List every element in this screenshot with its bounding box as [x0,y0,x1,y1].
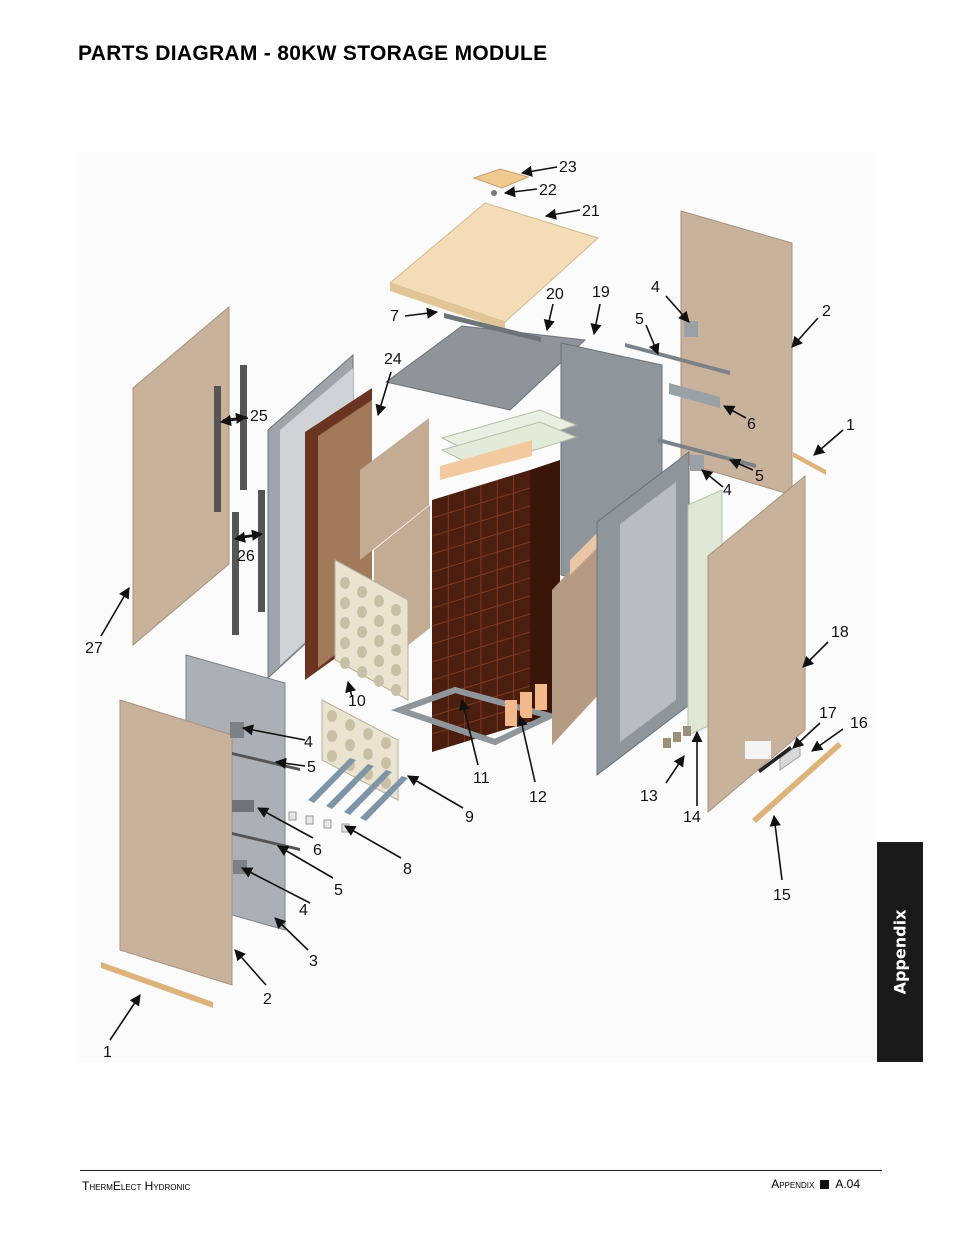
page-title: PARTS DIAGRAM - 80KW STORAGE MODULE [78,42,548,65]
square-icon [820,1179,830,1189]
callout-20: 20 [546,286,564,303]
callout-5: 5 [755,468,764,485]
callout-25: 25 [250,408,268,425]
terminal-part [663,726,691,748]
callout-24: 24 [384,351,402,368]
callout-10: 10 [348,693,366,710]
callout-6: 6 [313,842,322,859]
callout-4: 4 [651,279,660,296]
left-side-panel-part [132,305,230,647]
callout-2: 2 [822,303,831,320]
parts-diagram: 23 22 21 20 19 4 5 2 7 24 25 6 1 5 4 26 … [76,152,876,1062]
footer-page-number: A.04 [835,1177,860,1191]
callout-5: 5 [334,882,343,899]
callout-2: 2 [263,991,272,1008]
callout-8: 8 [403,861,412,878]
callout-22: 22 [539,182,557,199]
front-left-panel-part [119,699,233,986]
callout-13: 13 [640,788,658,805]
front-right-panel-part [707,474,806,814]
heating-element-part [308,758,408,821]
footer-brand: ThermElect Hydronic [82,1179,191,1193]
top-insulation-board-part [388,202,599,323]
callout-16: 16 [850,715,868,732]
base-tray-part [390,686,559,746]
callout-9: 9 [465,809,474,826]
callout-11: 11 [473,770,490,787]
callout-14: 14 [683,809,701,826]
appendix-tab: Appendix [877,842,923,1062]
callout-5: 5 [307,759,316,776]
perforated-board-part [321,559,409,801]
callout-5: 5 [635,311,644,328]
callout-1: 1 [846,417,855,434]
callout-1: 1 [103,1044,112,1061]
callout-17: 17 [819,705,837,722]
callout-7: 7 [390,308,399,325]
callout-27: 27 [85,640,103,657]
callout-3: 3 [309,953,318,970]
callout-15: 15 [773,887,791,904]
callout-21: 21 [582,203,600,220]
footer-section: Appendix [771,1177,815,1191]
rail-part [214,386,221,512]
callout-12: 12 [529,789,547,806]
callout-26: 26 [237,548,255,565]
nut-part [491,190,497,196]
callout-18: 18 [831,624,849,641]
callout-19: 19 [592,284,610,301]
footer-divider [80,1170,882,1171]
callout-4: 4 [304,734,313,751]
bottom-left-rail-part [101,962,213,1008]
bracket-part [684,321,698,337]
bottom-rail-part [752,742,842,823]
steel-top-part [384,325,587,411]
footer-page-info: Appendix A.04 [771,1177,860,1191]
appendix-tab-label: Appendix [890,909,910,995]
callout-23: 23 [559,159,577,176]
callout-4: 4 [299,902,308,919]
top-small-board-part [472,168,530,189]
callout-4: 4 [723,482,732,499]
callout-6: 6 [747,416,756,433]
